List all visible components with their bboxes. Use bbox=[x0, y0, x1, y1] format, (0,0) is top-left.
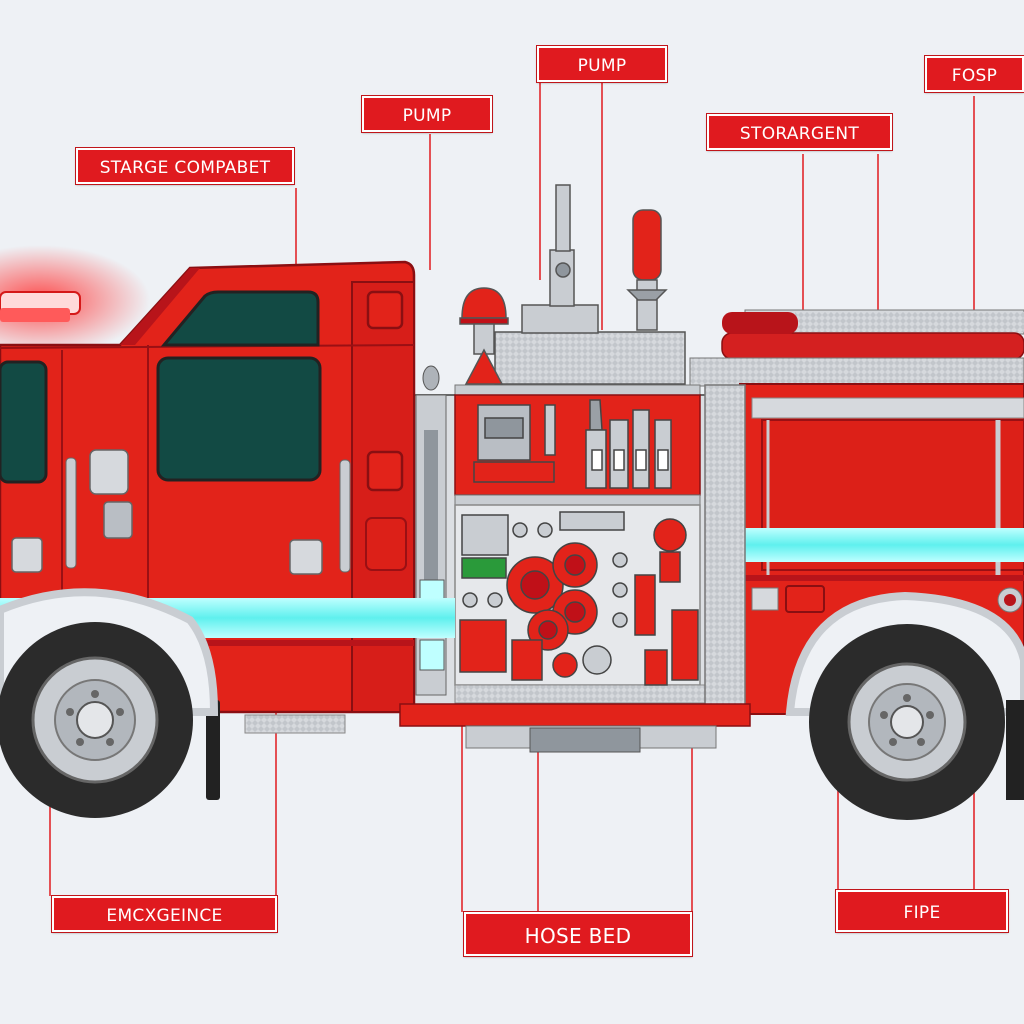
lower-tools bbox=[459, 511, 699, 686]
nozzle-icon bbox=[626, 209, 668, 331]
pump-valve-icon bbox=[459, 287, 509, 385]
chassis-tank bbox=[529, 727, 641, 753]
pump-tower bbox=[459, 184, 686, 385]
chassis bbox=[399, 703, 751, 727]
label-fire: FIPE bbox=[835, 889, 1009, 933]
label-emergence: EMCXGEINCE bbox=[51, 895, 278, 933]
label-hose-bed: HOSE BED bbox=[463, 911, 693, 957]
rear-body-top bbox=[689, 309, 1024, 387]
label-storargent: STORARGENT bbox=[706, 113, 893, 151]
wheel-icon bbox=[809, 624, 1005, 820]
label-fosp: FOSP bbox=[924, 55, 1024, 93]
label-storage-compartment: STARGE COMPABET bbox=[75, 147, 295, 185]
rear-mudflap bbox=[1006, 700, 1024, 800]
label-pump-top: PUMP bbox=[536, 45, 668, 83]
upper-tools bbox=[473, 399, 672, 489]
wheel-icon bbox=[0, 622, 193, 818]
emergency-light-icon bbox=[0, 291, 81, 322]
label-pump-left: PUMP bbox=[361, 95, 493, 133]
